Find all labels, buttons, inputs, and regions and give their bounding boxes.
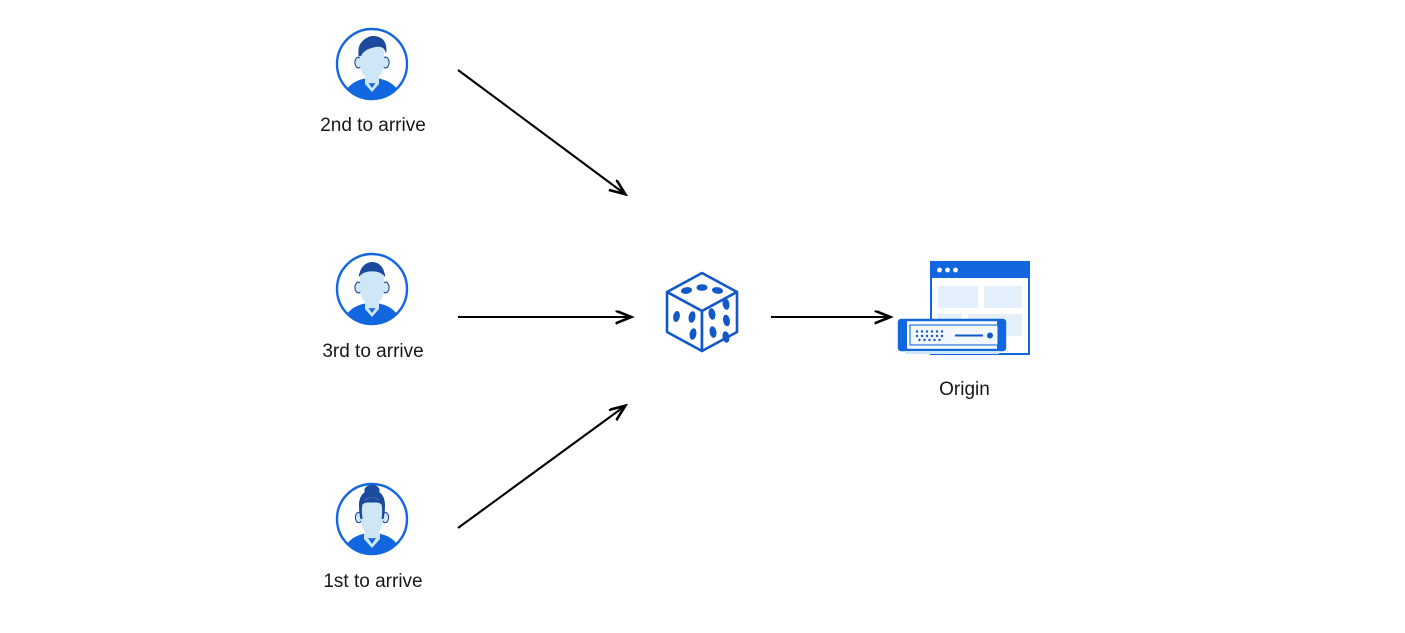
arrow-client1-to-dice: [457, 406, 625, 529]
user-avatar-icon: [335, 252, 409, 326]
node-randomizer[interactable]: [662, 268, 742, 362]
dice-icon: [665, 271, 739, 353]
user-avatar-icon: [335, 482, 409, 556]
server-device-icon: [897, 318, 1007, 354]
node-client-3[interactable]: [334, 251, 410, 327]
node-label-client-3: 3rd to arrive: [322, 341, 424, 362]
origin-server-icon: [897, 261, 1030, 355]
node-client-2[interactable]: [334, 26, 410, 102]
node-label-client-1: 1st to arrive: [323, 571, 423, 592]
node-origin[interactable]: [893, 258, 1038, 363]
user-avatar-icon: [335, 27, 409, 101]
node-label-client-2: 2nd to arrive: [320, 115, 426, 136]
arrow-client2-to-dice: [457, 69, 625, 194]
node-label-origin: Origin: [939, 379, 990, 400]
node-client-1[interactable]: [334, 481, 410, 557]
